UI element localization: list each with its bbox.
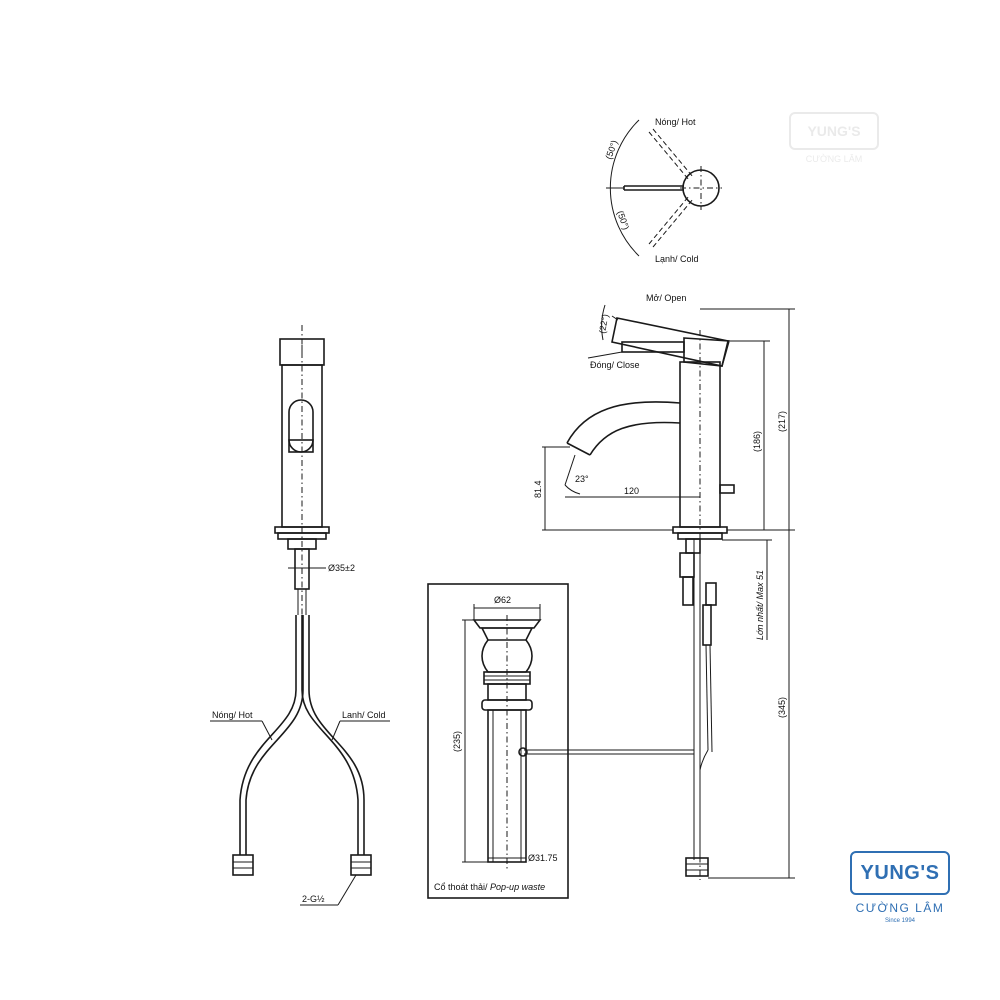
dim-186-label: (186) [752,431,762,452]
dia-35-label: Ø35±2 [328,563,355,573]
angle-spout-label: 23° [575,474,589,484]
dim-81-label: 81.4 [533,480,543,498]
watermark-logo: YUNG'S CƯỜNG LÂM [786,112,882,182]
hot-label-front: Nóng/ Hot [212,710,253,720]
popup-en-label: Pop-up waste [490,882,545,892]
logo-since: Since 1994 [884,918,916,924]
cold-label-front: Lanh/ Cold [342,710,386,720]
angle-cold-label: (50°) [615,209,631,231]
dim-345-label: (345) [777,697,787,718]
dim-max51-label: Lớn nhất/ Max 51 [755,570,765,640]
popup-waste-detail: Ø62 (235) Ø31.75 Cổ thoát thải/ Pop-up w… [427,583,569,899]
popup-waste-frame [427,583,569,899]
dim-217-label: (217) [777,411,787,432]
hot-label-top: Nóng/ Hot [655,117,696,127]
watermark-sub: CƯỜNG LÂM [805,154,863,164]
logo-sub: CƯỜNG LÂM [855,901,945,915]
dim-235-label: (235) [452,731,462,752]
front-view: Ø35±2 Nóng/ Hot Lanh/ Cold 2-G½ [210,325,390,906]
logo-name: YUNG'S [850,851,950,895]
dia-31-label: Ø31.75 [528,853,558,863]
top-view: Nóng/ Hot Lạnh/ Cold (50°) (50°) [603,117,722,264]
cold-label-top: Lạnh/ Cold [655,254,699,264]
popup-vi-label: Cổ thoát thải/ [434,882,490,892]
brand-logo: YUNG'S CƯỜNG LÂM Since 1994 [848,851,952,941]
side-view: (22°) Mở/ Open Đóng/ Close 23° 120 81.4 … [524,293,795,880]
watermark-name: YUNG'S [789,112,879,150]
angle-open-label: (22°) [597,313,610,334]
open-label: Mở/ Open [646,293,686,303]
dia-62-label: Ø62 [494,595,511,605]
close-label: Đóng/ Close [590,360,640,370]
thread-label: 2-G½ [302,894,325,904]
angle-hot-label: (50°) [603,139,619,161]
dim-120-label: 120 [624,486,639,496]
popup-waste-caption: Cổ thoát thải/ Pop-up waste [434,882,545,892]
